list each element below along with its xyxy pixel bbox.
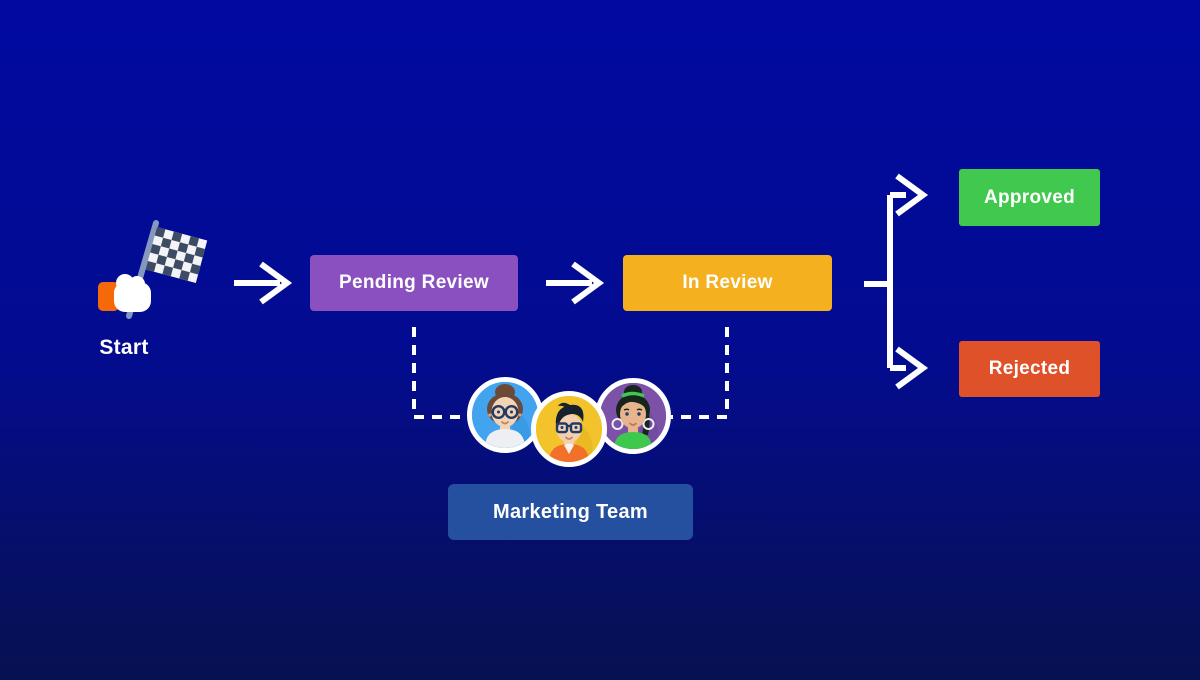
dashed-link-in-review-to-team xyxy=(671,327,729,419)
avatar-woman-bun-glasses xyxy=(467,377,543,453)
node-rejected: Rejected xyxy=(959,341,1100,397)
node-marketing-team-label: Marketing Team xyxy=(493,500,648,523)
arrow-start-to-pending xyxy=(234,261,293,305)
branch-bracket xyxy=(864,173,929,390)
node-in-review: In Review xyxy=(623,255,832,311)
node-rejected-label: Rejected xyxy=(988,358,1071,379)
node-pending-review: Pending Review xyxy=(310,255,518,311)
checkered-flag-icon xyxy=(98,220,208,319)
start-label: Start xyxy=(99,336,149,359)
node-approved-label: Approved xyxy=(983,186,1076,208)
avatar-woman-ponytail-earrings xyxy=(595,378,671,454)
node-in-review-label: In Review xyxy=(682,272,773,293)
arrow-pending-to-in-review xyxy=(546,261,605,305)
checkered-flag-cloth xyxy=(145,227,208,283)
avatar-man-quiff-glasses xyxy=(531,391,607,467)
sleeve-cuff xyxy=(98,282,119,311)
node-marketing-team: Marketing Team xyxy=(448,484,693,540)
node-pending-review-label: Pending Review xyxy=(339,272,489,293)
dashed-link-pending-to-team xyxy=(412,327,462,419)
node-approved: Approved xyxy=(959,169,1100,226)
hand xyxy=(114,274,151,312)
